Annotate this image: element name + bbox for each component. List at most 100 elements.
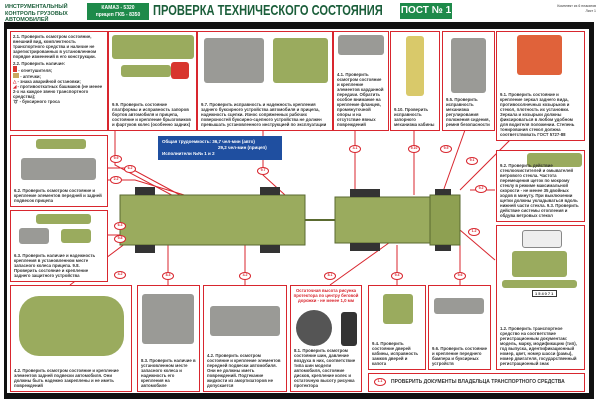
panel-text: 9.9. Проверить состояние платформы и исп… [112, 102, 191, 127]
vin-plate-image [522, 230, 562, 248]
step-marker: 9.7 [257, 167, 269, 175]
bumper-image [434, 298, 484, 314]
coupling-image [273, 38, 328, 83]
panel-4-1: 4.1. Проверить осмотром состояние и креп… [333, 31, 389, 131]
step-marker: 9.1 [466, 157, 478, 165]
panel-text: 9.10. Проверить исправность запорного ме… [394, 107, 435, 127]
road-train-image [502, 280, 577, 288]
panel-text: 2.1. Проверить осмотром состояние, внешн… [13, 34, 97, 59]
spare-wheel-mount-image [142, 294, 194, 344]
set-line: Комплект из 6 плакатов [557, 4, 596, 8]
step-marker: 4.1 [349, 145, 361, 153]
item: - противооткатных башмаков (не менее 2-х… [13, 84, 103, 99]
panel-6-2: 6.2. Проверить осмотром состояние и креп… [10, 135, 108, 207]
panel-text: 1.2. Проверить транспортное средство на … [500, 326, 577, 366]
panel-9-2: 9.2. Проверить действие стеклоочистителе… [496, 150, 585, 222]
page-title: ПРОВЕРКА ТЕХНИЧЕСКОГО СОСТОЯНИЯ [153, 2, 383, 19]
panel-9-7: 9.7. Проверить исправность и надежность … [197, 31, 333, 131]
windshield-image [527, 153, 582, 167]
truck-cab [429, 194, 461, 246]
step-marker: 6.3 [114, 222, 126, 230]
step-marker: 1.2 [468, 228, 480, 236]
step-marker: 2.2 [110, 176, 122, 184]
truck-wheel [350, 189, 380, 197]
rear-suspension-image [19, 296, 124, 356]
item: - аптечки; [20, 74, 41, 79]
step-marker: 8.1 [324, 272, 336, 280]
trailer-line: прицеп ГКБ - 8350 [95, 12, 141, 18]
cab-lock-image [406, 36, 424, 96]
model-line: КАМАЗ - 5320 [101, 5, 135, 11]
panel-text: 9.4. Проверить состояние дверей кабины, … [372, 341, 419, 366]
tire-image [296, 310, 332, 346]
panel-text: 9.7. Проверить исправность и надежность … [201, 102, 327, 127]
truck-front-image [517, 35, 562, 75]
tread-note: Остаточная высота рисунка протектора по … [293, 288, 359, 303]
trailer-body [119, 194, 306, 246]
step-marker: 9.8 [114, 235, 126, 243]
step-marker: 9.2 [475, 185, 487, 193]
cab-door-image [383, 294, 413, 324]
truck-cab-image [171, 62, 189, 79]
warning-triangle-icon: △ [13, 79, 17, 84]
panel-text: 9.1. Проверить состояние и крепление зер… [500, 92, 575, 137]
panel-8-1: Остаточная высота рисунка протектора по … [290, 285, 362, 392]
panel-2-1: 2.1. Проверить осмотром состояние, внешн… [10, 31, 108, 131]
front-suspension-image [210, 306, 280, 336]
panel-9-5: 9.5. Проверить исправность механизма рег… [442, 31, 495, 131]
suspension-image [21, 158, 96, 180]
step-marker: 4.2 [239, 272, 251, 280]
step-marker: 9.9 [110, 155, 122, 163]
panel-text: 4.2. Проверить осмотром состояние и креп… [207, 353, 281, 388]
step-marker: 1.1 [374, 378, 386, 386]
step-marker: 9.5 [440, 145, 452, 153]
step-marker: 9.6 [454, 272, 466, 280]
tow-hitch-image [204, 38, 264, 83]
total-labor: Общая трудоемкость: 36,7 чел-мин (авто) [162, 139, 255, 144]
seat-image [451, 38, 486, 93]
truck-platform [334, 196, 431, 244]
panel-9-6: 9.6. Проверить состояние и крепление пер… [428, 285, 491, 370]
panel-text: 9.2. Проверить действие стеклоочистителе… [500, 163, 579, 218]
panel-4-2-rear: 4.2. Проверить осмотром состояние и креп… [10, 285, 132, 392]
truck-body-image [121, 65, 171, 77]
poster-header: ИНСТРУМЕНТАЛЬНЫЙ КОНТРОЛЬ ГРУЗОВЫХ АВТОМ… [0, 0, 600, 23]
extinguisher-icon [13, 66, 17, 72]
trailer-wheel [135, 187, 155, 195]
truck-wheel [435, 245, 451, 251]
panel-text: 4.1. Проверить осмотром состояние и креп… [337, 72, 384, 127]
panel-1-2: 154071 1.2. Проверить транспортное средс… [496, 225, 585, 370]
trailer-wheel [260, 245, 280, 253]
panel-text: 6.2. Проверить осмотром состояние и креп… [14, 188, 102, 203]
panel-text: 6.3. Проверить наличие и надежность креп… [14, 253, 96, 278]
panel-text: 8.3. Проверить наличие в установленном м… [141, 358, 196, 388]
documents-text: ПРОВЕРИТЬ ДОКУМЕНТЫ ВЛАДЕЛЬЦА ТРАНСПОРТН… [391, 379, 565, 385]
panel-9-9: 9.9. Проверить состояние платформы и исп… [108, 31, 197, 131]
organization-label: ИНСТРУМЕНТАЛЬНЫЙ КОНТРОЛЬ ГРУЗОВЫХ АВТОМ… [5, 4, 68, 23]
panel-text: 9.5. Проверить исправность механизма рег… [446, 97, 490, 127]
panel-text: 4.2. Проверить осмотром состояние и креп… [14, 368, 119, 388]
tow-rope-icon: ➰ [13, 99, 19, 104]
panel-text: 9.6. Проверить состояние и крепление пер… [432, 346, 487, 366]
first-aid-icon [13, 73, 19, 78]
tread-image [341, 312, 357, 346]
driveshaft-image [338, 35, 384, 55]
trailer-labor: 29,2 чел-мин (прицеп) [218, 145, 267, 150]
panel-text: 8.1. Проверить осмотром состояние шин, д… [294, 348, 356, 388]
registration-plate: 154071 [532, 290, 558, 297]
panel-subtitle: 2.2. Проверить наличие: [13, 61, 66, 66]
trailer-image [36, 139, 86, 149]
panel-9-10: 9.10. Проверить исправность запорного ме… [390, 31, 440, 131]
spare-wheel-image [19, 228, 49, 244]
rear-guard-image [61, 229, 91, 243]
wheel-chock-icon: ◢ [13, 84, 17, 89]
step-marker: 6.2 [124, 165, 136, 173]
panel-8-3: 8.3. Проверить наличие в установленном м… [137, 285, 200, 392]
truck-wheel [350, 243, 380, 251]
trailer-wheel [135, 245, 155, 253]
panel-6-3: 6.3. Проверить наличие и надежность креп… [10, 210, 108, 282]
panel-9-1: 9.1. Проверить состояние и крепление зер… [496, 31, 585, 141]
panel-4-2-front: 4.2. Проверить осмотром состояние и креп… [203, 285, 287, 392]
